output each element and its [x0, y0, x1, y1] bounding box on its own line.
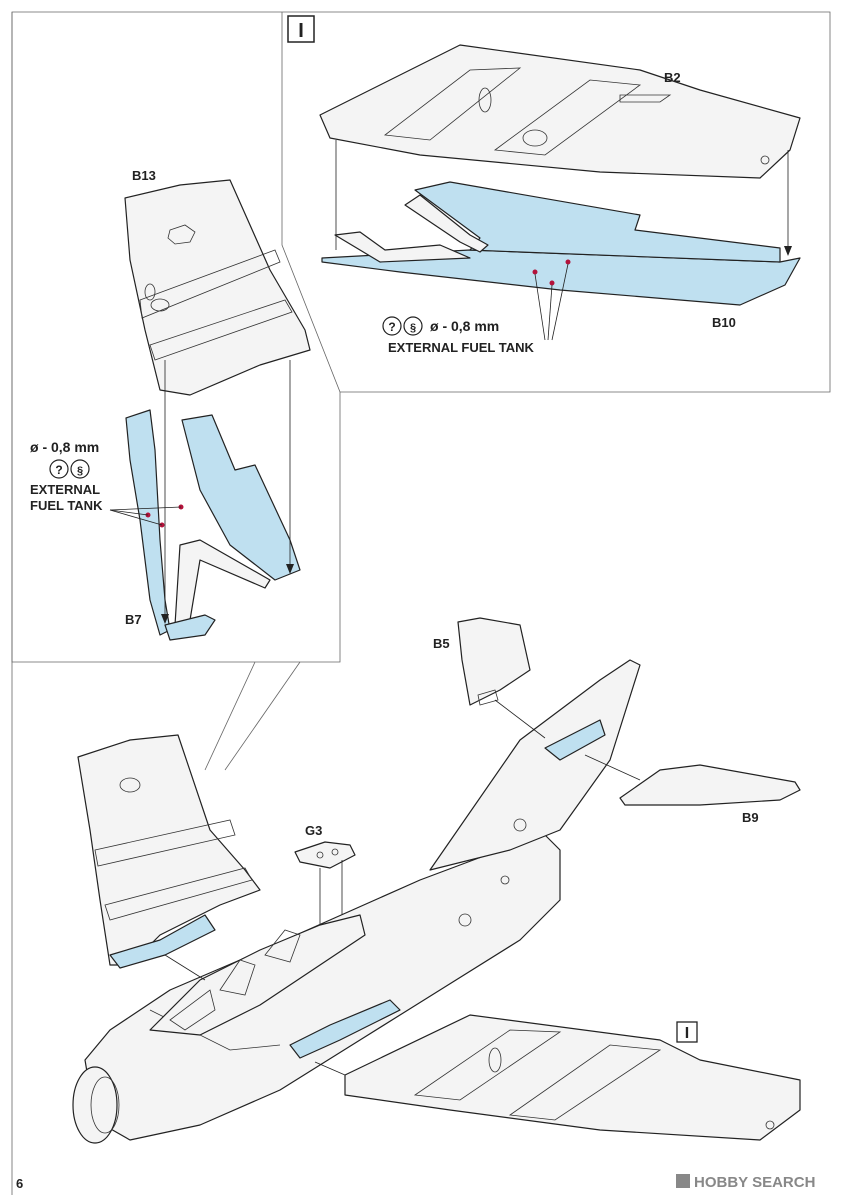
- drill-note-left: ø - 0,8 mm ? § EXTERNAL FUEL TANK: [30, 439, 182, 526]
- wing-lower-b7: [125, 409, 301, 641]
- arrow-right-icon: [784, 246, 792, 256]
- part-label-b13: B13: [132, 168, 156, 183]
- wing-lower-b10: [321, 181, 801, 306]
- wing-upper-b13: [124, 179, 311, 396]
- drill-bit-icon-left: [70, 459, 90, 479]
- drill-note-top: ? § ø - 0,8 mm EXTERNAL FUEL TANK: [382, 263, 569, 355]
- left-wing-main: [77, 734, 261, 969]
- hobby-search-watermark: HOBBY SEARCH: [676, 1174, 815, 1191]
- part-label-b5: B5: [433, 636, 450, 651]
- question-icon-left: [49, 459, 69, 479]
- question-icon: [382, 316, 402, 336]
- inset-frames: [11, 11, 831, 1195]
- fuel-tank-note-left-1: EXTERNAL: [30, 482, 100, 497]
- part-label-b9: B9: [742, 810, 759, 825]
- guide-line-left-wing: [164, 954, 206, 981]
- drill-size-left: ø - 0,8 mm: [30, 439, 99, 455]
- callout-pointer-1: [204, 661, 256, 771]
- svg-text:I: I: [298, 20, 304, 42]
- vertical-tail: [429, 659, 641, 871]
- svg-text:?: ?: [388, 320, 395, 334]
- hobby-search-logo-icon: [676, 1174, 690, 1188]
- drill-bit-icon: [403, 316, 423, 336]
- svg-text:§: §: [410, 322, 416, 334]
- svg-text:HOBBY SEARCH: HOBBY SEARCH: [694, 1174, 815, 1191]
- step-i-frame: [282, 11, 831, 393]
- part-label-b2: B2: [664, 70, 681, 85]
- right-wing-main: [289, 999, 801, 1141]
- svg-text:?: ?: [55, 463, 62, 477]
- part-label-b10: B10: [712, 315, 736, 330]
- page-number: 6: [16, 1176, 23, 1191]
- step-i-marker: I: [287, 15, 315, 43]
- fuel-tank-note-left-2: FUEL TANK: [30, 498, 103, 513]
- stabilizer-b5: [457, 617, 531, 706]
- stabilizer-b9: [619, 764, 801, 806]
- fuselage: [72, 829, 561, 1144]
- cockpit: [149, 914, 366, 1036]
- drill-size-top: ø - 0,8 mm: [430, 318, 499, 334]
- fuel-tank-note-top: EXTERNAL FUEL TANK: [388, 340, 535, 355]
- guide-line-b5: [494, 699, 546, 739]
- step-i-marker-main: I: [676, 1021, 698, 1043]
- part-label-g3: G3: [305, 823, 322, 838]
- part-label-b7: B7: [125, 612, 142, 627]
- callout-pointer-2: [224, 661, 301, 771]
- svg-text:I: I: [685, 1025, 689, 1042]
- wing-upper-b2: [319, 44, 801, 179]
- guide-line-b9: [584, 754, 641, 781]
- guide-line-right-wing: [379, 1009, 401, 1021]
- arrow-down-icon-2: [286, 564, 294, 574]
- svg-text:§: §: [77, 465, 83, 477]
- arrow-down-icon-1: [161, 614, 169, 624]
- part-g3: [294, 841, 356, 869]
